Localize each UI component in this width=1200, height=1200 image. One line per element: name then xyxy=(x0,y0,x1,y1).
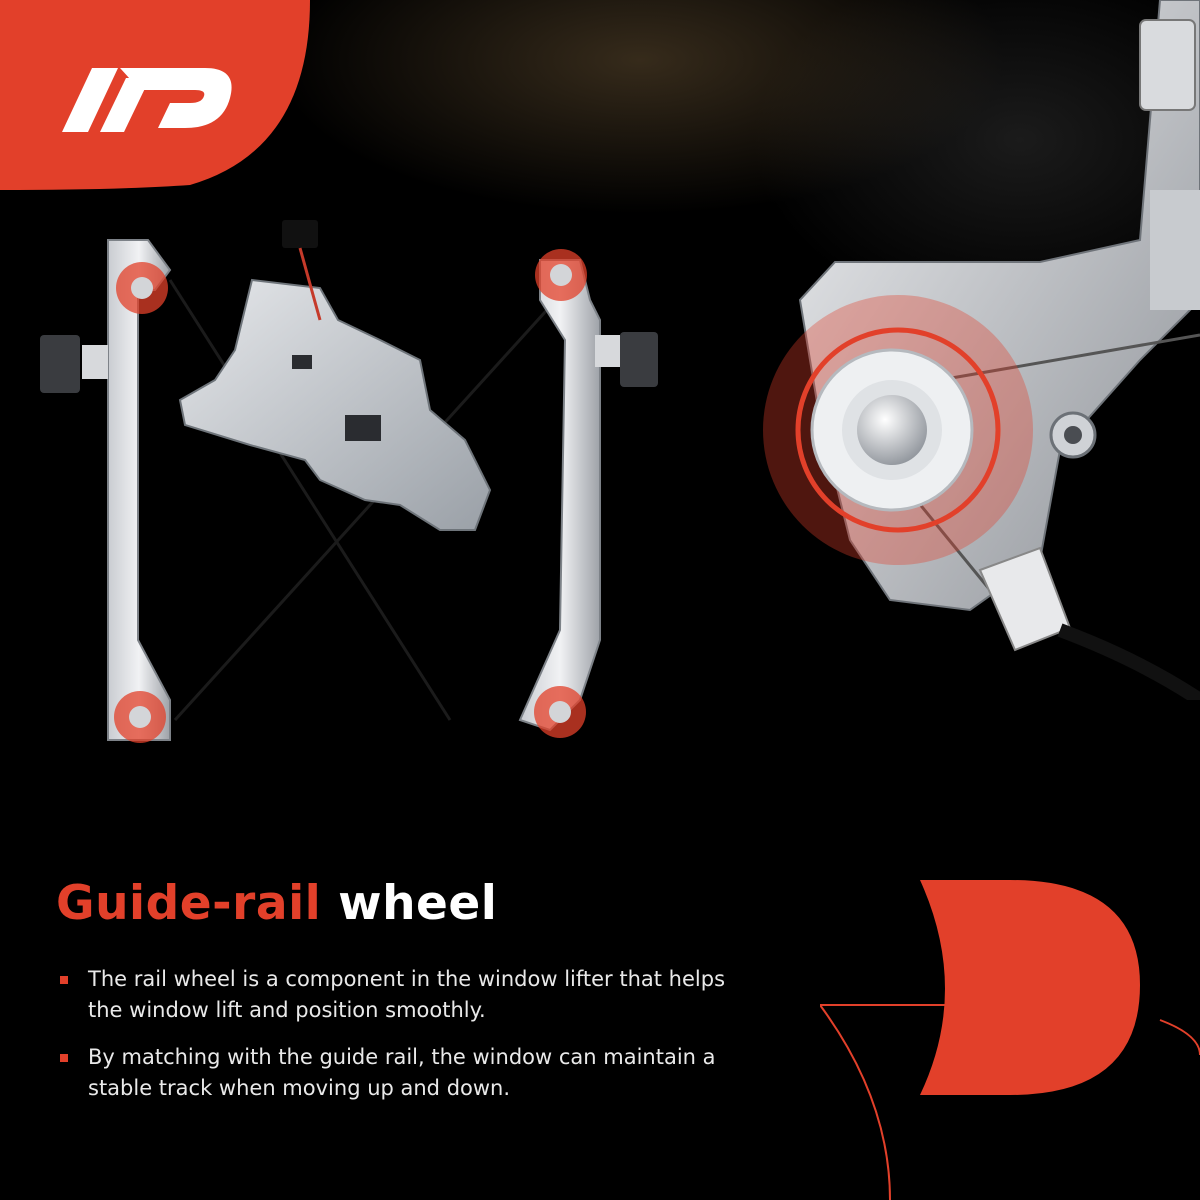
rail-wheel-top-right xyxy=(535,249,587,301)
window-regulator-image xyxy=(40,220,658,743)
a-premium-ap-logo-icon xyxy=(62,68,232,132)
feature-list: The rail wheel is a component in the win… xyxy=(58,964,758,1120)
rail-wheel-bottom-left xyxy=(114,691,166,743)
rail-wheel-bottom-right xyxy=(534,686,586,738)
list-item: The rail wheel is a component in the win… xyxy=(58,964,758,1026)
headline-plain: wheel xyxy=(338,876,498,931)
list-item: By matching with the guide rail, the win… xyxy=(58,1042,758,1104)
rail-wheel-closeup-image xyxy=(763,0,1200,700)
bullet-square-icon xyxy=(60,976,68,984)
bullet-square-icon xyxy=(60,1054,68,1062)
list-item-text: The rail wheel is a component in the win… xyxy=(88,967,726,1022)
highlighted-rail-wheel xyxy=(763,295,1033,565)
decorative-d-shape xyxy=(820,880,1200,1200)
headline: Guide-rail wheel xyxy=(56,876,497,931)
list-item-text: By matching with the guide rail, the win… xyxy=(88,1045,716,1100)
rail-wheel-top-left xyxy=(116,262,168,314)
headline-accent: Guide-rail xyxy=(56,876,322,931)
brand-logo-badge xyxy=(0,0,310,190)
